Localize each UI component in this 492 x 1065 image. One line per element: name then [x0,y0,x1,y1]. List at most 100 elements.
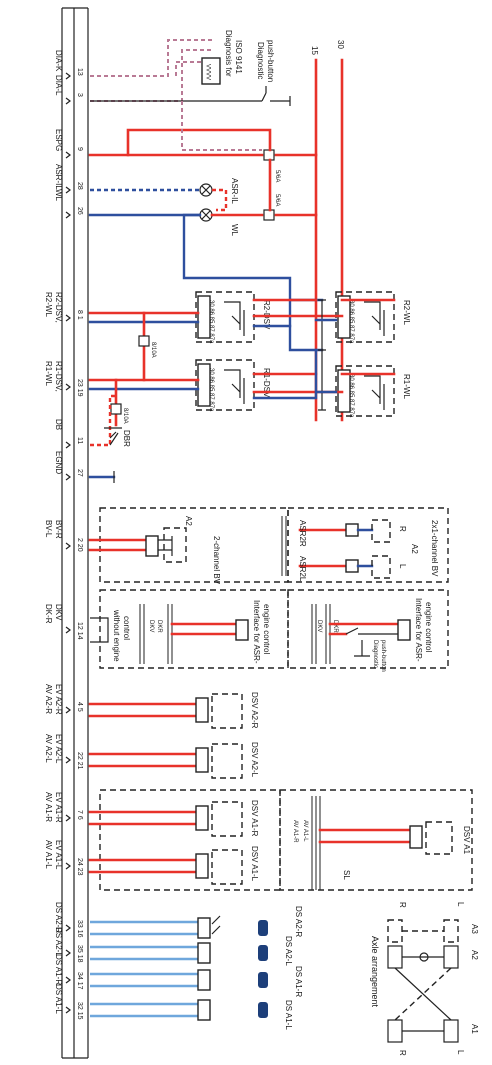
terminal-pin: 2 20 [76,538,83,552]
dsv-valves: DSV A2-R DSV A2-L DSV A1-R DSV A1-L AV A… [88,692,471,890]
fuse-8a-upper-label: 8/10A [150,342,156,358]
terminal-label-secondary: AV A2-L [44,734,53,763]
terminal-label: R2-DSV, [54,292,63,323]
terminal-arrow [65,186,71,194]
ds-a2-l-label: DS A2-L [284,936,293,966]
terminal-label: EGND [54,451,63,474]
iso-label: ISO 9141 [234,40,243,74]
terminal-pin: 24 23 [76,858,83,876]
terminal-label-secondary: DK-R [44,604,53,624]
terminal-label: ASR-IL [54,164,63,190]
r1-wl-label: R1-WL [402,374,411,399]
terminal-egnd: EGND 27 [54,451,83,481]
dsv-a1-label: DSV A1 [462,826,471,855]
terminal-ds-a1-l: DS A1-L 32 15 [54,984,83,1020]
ds-a2-r-label: DS A2-R [294,906,303,937]
terminal-label: DKV [54,604,63,621]
r2-relay-pins: 30 86 85 87 87a [208,300,214,344]
terminal-label: DIA-K [54,50,63,72]
r1wl-relay-pins: 30 86 85 87 87a [348,374,354,418]
terminal-arrow [65,542,71,550]
l-label: L [398,564,407,569]
terminal-arrow [65,72,71,80]
terminal-label-secondary: R2-WL [44,292,53,317]
wl-lamp-label: WL [230,224,239,237]
interface-label-4: engine control [424,602,433,652]
axle-a3-label: A3 [470,924,479,934]
dkv-small-2: DKV [316,620,322,632]
terminal-ds-a1-r: DS A1-R 34 17 [54,954,83,990]
terminal-dia-l: DIA-L 3 [54,75,83,105]
axle-arrangement: Axle arrangement R L A3 A2 A1 R L [370,902,479,1056]
dbr-label: DBR [122,430,131,447]
terminal-arrow [65,383,71,391]
without-engine-label: without engine [112,609,121,662]
axle-arrangement-label: Axle arrangement [370,936,380,1008]
dkv-small-1: DKV [148,620,154,632]
terminal-arrow [65,441,71,449]
ds-a1-l-label: DS A1-L [284,1000,293,1030]
terminal-pin: 3 [76,93,83,97]
terminal-arrow [65,211,71,219]
terminal-arrow [65,706,71,714]
terminal-label: WL [54,189,63,202]
av-l-small: AV A1-L [302,820,308,842]
terminal-label: EV A2-R [54,684,63,715]
terminal-pin: 27 [76,469,83,477]
supply-15-label: 15 [310,46,319,55]
db-egnd-area: DBR [88,394,131,483]
terminal-r2-dsv: R2-DSV,R2-WL 8 1 [44,292,83,323]
control-label: control [122,616,131,640]
terminal-bv: BV-RBV-L2 20 [44,520,83,552]
terminal-label: DS A1-L [54,984,63,1014]
axle-l-top: L [456,902,465,907]
terminal-arrow [65,626,71,634]
terminal-label: DS A1-R [54,954,63,985]
supply-rails: 15 30 5/6A ASR-IL WL 5/6A [88,40,345,422]
diag-small-label-2: push-button [380,640,386,672]
interface-label-2: engine control [262,604,271,654]
terminal-label-secondary: AV A1-L [44,840,53,869]
terminal-pin: 23 19 [76,379,83,397]
terminal-label: DS A2-R [54,902,63,933]
asr2r-label: ASR2R [298,520,307,547]
two-channel-bv-label: 2-channel BV [212,536,221,585]
dkr-small-1: DKR [156,620,162,633]
terminal-pin: 28 [76,182,83,190]
terminal-pin: 4 5 [76,702,83,712]
diagnostic-button-label: Diagnostic [256,42,265,79]
axle-a1-label: A1 [470,1024,479,1034]
interface-label-3: Interface for ASR- [414,598,423,662]
relay-area: 30 86 85 87 87a R2-DSV 30 86 85 87 87a R… [88,213,411,427]
terminal-arrow [65,314,71,322]
r1-relay-pins: 30 86 85 87 87a [208,368,214,412]
diagnosis-label: Diagnosis for [224,30,233,77]
terminal-label: EV A2-L [54,734,63,764]
fuse-5a-top-label: 5/6A [274,170,280,182]
fuse-8a-lower-label: 8/10A [122,408,128,424]
terminal-pin: 32 15 [76,1002,83,1020]
terminal-label-secondary: AV A2-R [44,684,53,714]
terminal-arrow [65,976,71,984]
ecu-connector-strip [61,7,89,1059]
terminal-label: DB [54,419,63,430]
terminal-arrow [65,97,71,105]
sl-label: SL [342,870,351,880]
dsv-a1-r-label: DSV A1-R [250,800,259,837]
terminal-arrow [65,949,71,957]
supply-30-label: 30 [336,40,345,49]
terminal-pin: 8 1 [76,310,83,320]
asr-il-lamp-label: ASR-IL [230,178,239,204]
terminal-pin: 34 17 [76,972,83,990]
terminal-pin: 11 [76,437,83,444]
terminal-pin: 35 18 [76,945,83,963]
terminal-label: DIA-L [54,75,63,96]
push-button-label: push-button [266,40,275,82]
dkr-small-2: DKR [332,620,338,633]
